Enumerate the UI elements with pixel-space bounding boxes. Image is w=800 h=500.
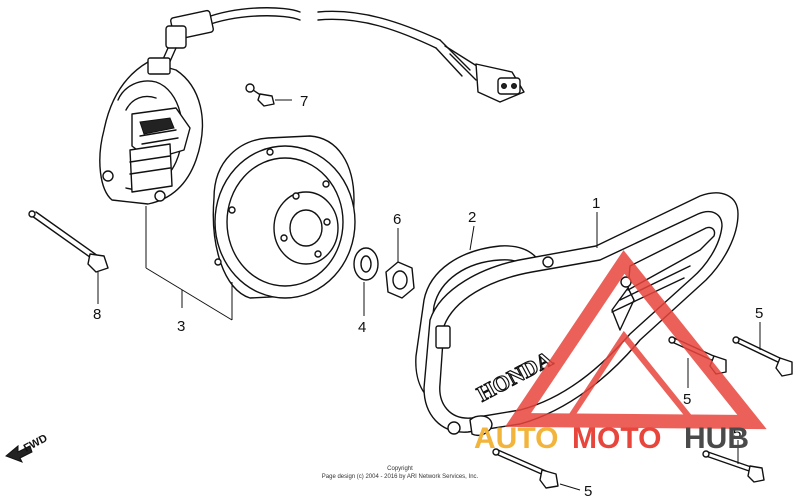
wiring-harness xyxy=(159,7,525,103)
washer-4 xyxy=(353,247,379,281)
nut-6 xyxy=(385,261,415,299)
callout-2: 2 xyxy=(468,209,476,226)
watermark-moto: MOTO xyxy=(572,422,661,455)
watermark-logo xyxy=(504,250,767,430)
callout-5-b: 5 xyxy=(755,305,763,322)
copyright-line-1: Copyright xyxy=(387,466,413,472)
watermark-text: AUTO MOTO HUB xyxy=(474,422,749,455)
callout-7: 7 xyxy=(300,93,308,110)
fwd-direction-indicator: FWD xyxy=(5,432,50,463)
bolt-7 xyxy=(245,83,275,107)
bolt-5-d xyxy=(492,448,559,489)
callout-4: 4 xyxy=(358,319,366,336)
callout-5-a: 5 xyxy=(683,391,691,408)
callout-5-d: 5 xyxy=(584,483,592,500)
bolt-5-b xyxy=(732,336,793,377)
callout-8: 8 xyxy=(93,306,101,323)
watermark-auto: AUTO xyxy=(474,422,558,455)
wire-connector xyxy=(475,63,525,103)
callout-5-c: 5 xyxy=(733,425,741,442)
fwd-arrow-icon xyxy=(5,444,33,463)
fwd-label: FWD xyxy=(22,432,50,454)
callout-1: 1 xyxy=(592,195,600,212)
bolt-8 xyxy=(28,210,109,273)
flywheel-rotor xyxy=(212,135,356,299)
bolt-5-c xyxy=(702,450,765,483)
callout-6: 6 xyxy=(393,211,401,228)
watermark-hub: HUB xyxy=(684,422,749,455)
copyright-line-2: Page design (c) 2004 - 2016 by ARI Netwo… xyxy=(322,474,479,480)
callout-3: 3 xyxy=(177,318,185,335)
harness-grommet xyxy=(159,9,214,67)
stator-assembly xyxy=(99,57,204,205)
